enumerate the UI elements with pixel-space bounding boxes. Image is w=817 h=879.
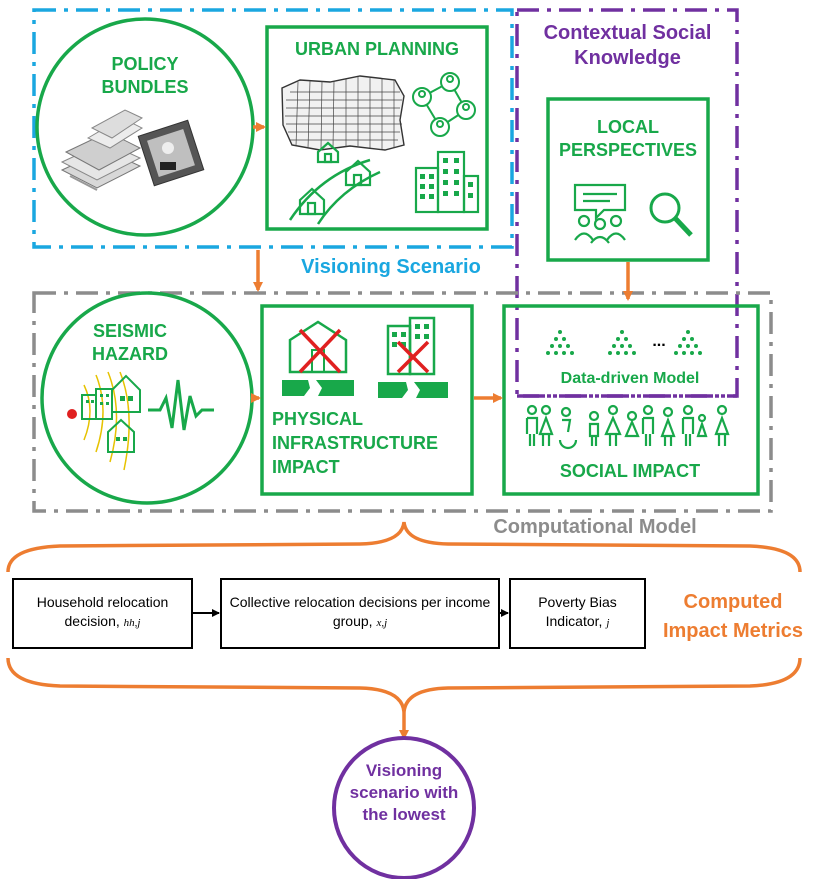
visioning-scenario-label: Visioning Scenario — [301, 256, 481, 278]
hand-pen-icon — [137, 119, 205, 187]
collective-metric-subscript: x,j — [376, 616, 388, 629]
household-metric-box — [12, 578, 193, 649]
result-circle — [332, 736, 476, 879]
network-people-icon — [412, 72, 476, 137]
house-icon — [298, 141, 372, 216]
upper-brace — [6, 521, 802, 573]
collective-metric-text: Collective relocation decisions per inco… — [226, 593, 494, 631]
local-perspectives-label: LOCAL PERSPECTIVES — [558, 117, 698, 160]
speech-group-icon — [573, 183, 627, 244]
poverty-metric-box — [509, 578, 646, 649]
magnifier-icon — [649, 192, 693, 237]
poverty-metric-label: Poverty Bias Indicator, — [538, 594, 617, 629]
contextual-knowledge-frame — [515, 8, 739, 398]
poverty-metric-text: Poverty Bias Indicator, j — [514, 593, 641, 631]
damaged-house-icon — [282, 320, 354, 396]
ellipsis-label: ... — [652, 333, 666, 350]
visioning-scenario-frame — [32, 8, 514, 249]
damaged-building-icon — [378, 316, 448, 398]
buildings-icon — [414, 150, 480, 214]
household-metric-text: Household relocation decision, hh,j — [16, 593, 189, 631]
computed-metrics-label: Computed Impact Metrics — [662, 591, 804, 642]
seismograph-icon — [148, 379, 214, 431]
poverty-metric-subscript: j — [606, 616, 610, 629]
tree-model-icon — [546, 330, 702, 355]
physical-impact-box — [260, 304, 474, 496]
physical-impact-label: PHYSICAL INFRASTRUCTURE IMPACT — [272, 409, 438, 477]
collective-metric-label: Collective relocation decisions per inco… — [229, 594, 491, 629]
seismic-buildings-icon — [67, 371, 141, 471]
computational-model-frame — [32, 291, 773, 513]
people-group-icon — [525, 404, 730, 450]
collective-metric-box — [220, 578, 500, 649]
policy-bundles-circle — [35, 17, 255, 237]
contextual-knowledge-label: Contextual Social Knowledge — [543, 22, 712, 69]
city-map-icon — [281, 75, 405, 151]
household-metric-label: Household relocation decision, — [36, 594, 169, 629]
social-impact-label: SOCIAL IMPACT — [559, 461, 701, 481]
computational-model-label: Computational Model — [493, 516, 697, 538]
policy-bundles-label: POLICY BUNDLES — [101, 54, 189, 97]
local-perspectives-box — [546, 97, 710, 262]
result-label: Visioning scenario with the lowest — [349, 761, 459, 824]
household-metric-subscript: hh,j — [123, 616, 141, 629]
urban-planning-label: URBAN PLANNING — [295, 39, 459, 59]
seismic-hazard-label: SEISMIC HAZARD — [92, 321, 168, 364]
paper-stack-icon — [60, 109, 144, 191]
social-impact-box — [502, 304, 760, 496]
lower-brace — [6, 657, 802, 713]
data-driven-model-label: Data-driven Model — [560, 370, 700, 387]
